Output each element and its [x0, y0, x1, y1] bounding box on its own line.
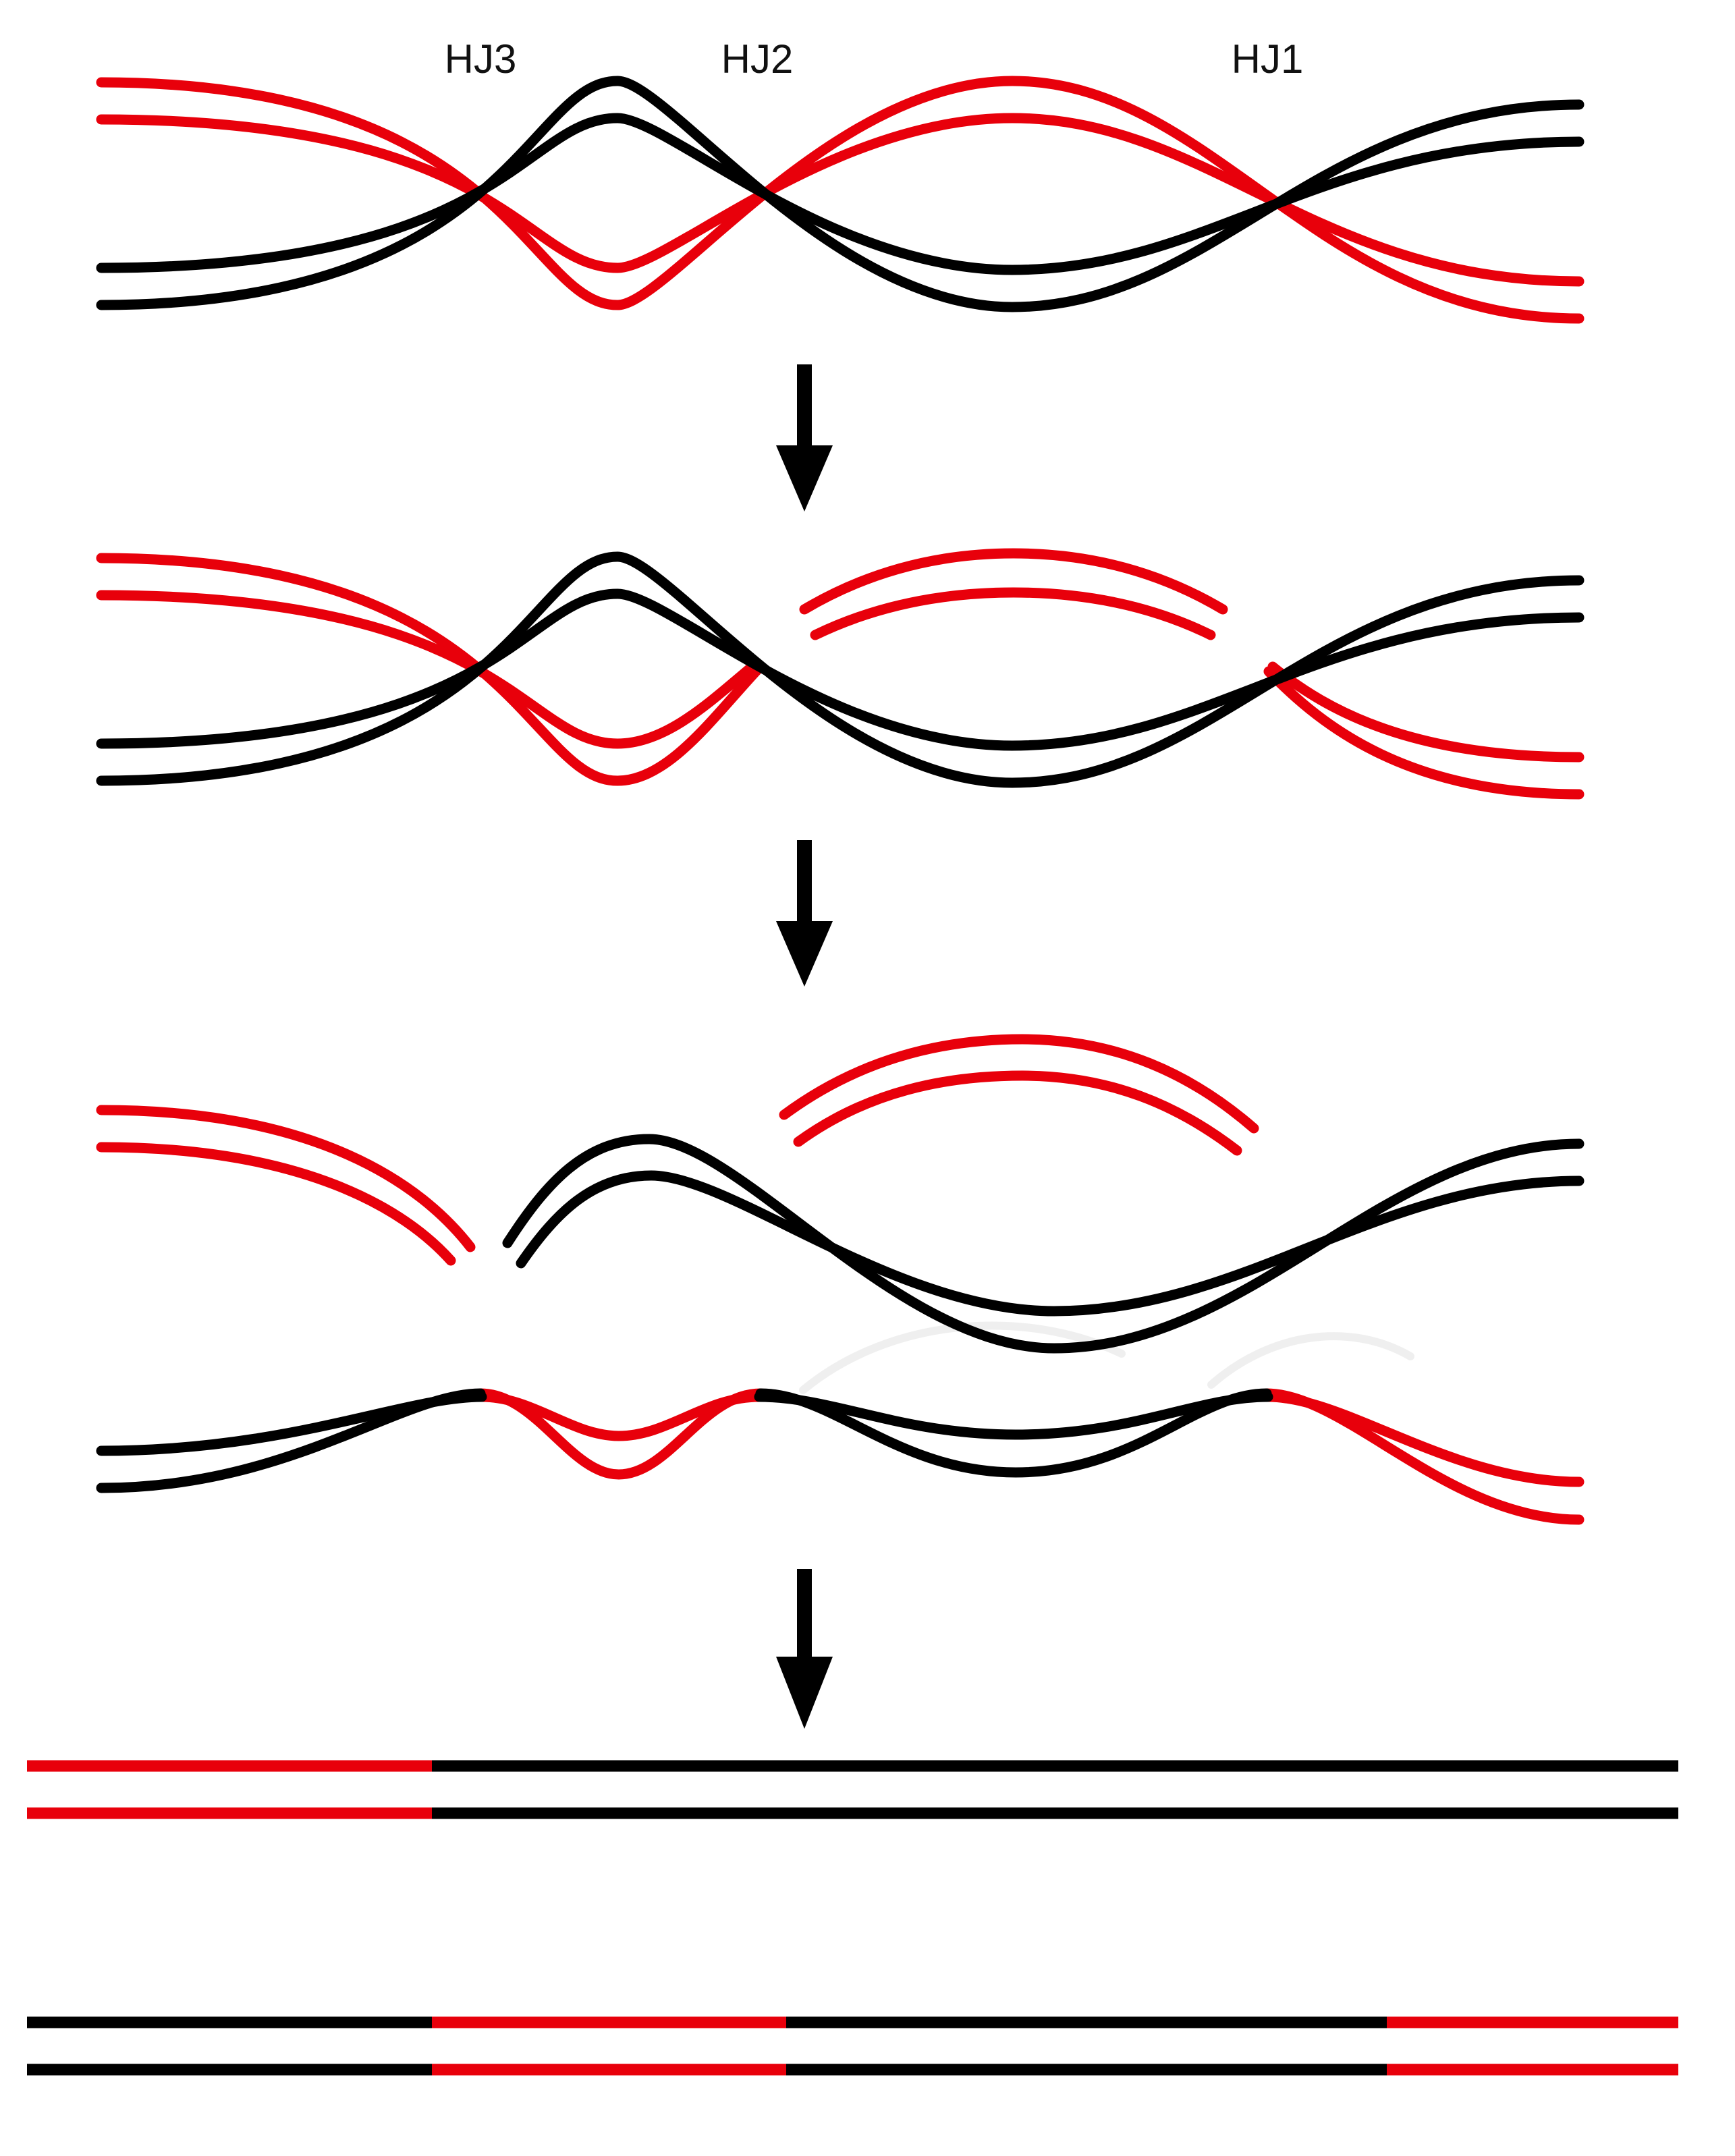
stage3-red-bottom-valley-outer — [475, 1388, 766, 1480]
stage1-black-duplex — [96, 76, 1585, 312]
label-hj1: HJ1 — [1232, 36, 1304, 82]
down-arrow-1 — [776, 364, 833, 512]
down-arrow-3 — [776, 1569, 833, 1729]
stage2-red-right-outer — [1263, 666, 1585, 800]
stage3-red-upper-left-outer — [96, 1105, 476, 1252]
stage2-red-right-inner — [1267, 661, 1585, 763]
stage-4-linear-products — [27, 1760, 1678, 2076]
stage2-black-duplex — [96, 551, 1585, 788]
label-hj2: HJ2 — [721, 36, 794, 82]
stage3-red-released-arc-inner — [793, 1070, 1242, 1156]
product2-black-segments — [27, 2016, 1387, 2076]
stage3-black-upper-sweep-inner — [516, 1170, 1585, 1317]
stage3-black-bottom-mid-inner — [754, 1391, 1273, 1440]
stage2-red-left-outer — [96, 553, 763, 786]
product-duplex-2 — [27, 2016, 1678, 2076]
stage3-red-bottom-right-inner — [1263, 1391, 1585, 1487]
down-arrow-icon-head — [776, 921, 833, 987]
stage-2-nicked-junctions — [96, 548, 1585, 800]
stage3-red-released-arc-outer — [779, 1034, 1259, 1134]
stage3-black-bottom-left-inner — [96, 1391, 487, 1456]
stage3-red-upper-left-inner — [96, 1142, 456, 1266]
product-duplex-1 — [27, 1760, 1678, 1819]
ghost-artifact — [1207, 1332, 1414, 1389]
stage3-black-bottom-mid-outer — [755, 1388, 1272, 1478]
stage-1-three-junctions: HJ3 HJ2 HJ1 — [96, 36, 1585, 324]
down-arrow-icon-head — [776, 445, 833, 512]
junction-labels: HJ3 HJ2 HJ1 — [445, 36, 1304, 82]
stage3-red-bottom-valley-inner — [476, 1391, 765, 1441]
stage3-red-segments — [96, 1034, 1585, 1525]
stage-3-separating-strands — [96, 1034, 1585, 1525]
product1-black-segments — [432, 1760, 1678, 1819]
product2-red-segments — [432, 2016, 1678, 2076]
down-arrow-icon-head — [776, 1657, 833, 1729]
stage2-red-arc-inner — [810, 587, 1216, 640]
stage3-black-upper-sweep-outer — [502, 1134, 1585, 1354]
down-arrow-2 — [776, 840, 833, 987]
stage3-black-segments — [96, 1134, 1585, 1493]
stage2-red-left-inner — [96, 590, 756, 749]
stage2-black-strand-inner — [96, 588, 1585, 751]
stage2-red-arc-outer — [799, 548, 1228, 615]
label-hj3: HJ3 — [445, 36, 517, 82]
product1-red-segments — [27, 1760, 432, 1819]
stage2-red-segments — [96, 548, 1585, 800]
stage1-black-strand-inner — [96, 113, 1585, 275]
